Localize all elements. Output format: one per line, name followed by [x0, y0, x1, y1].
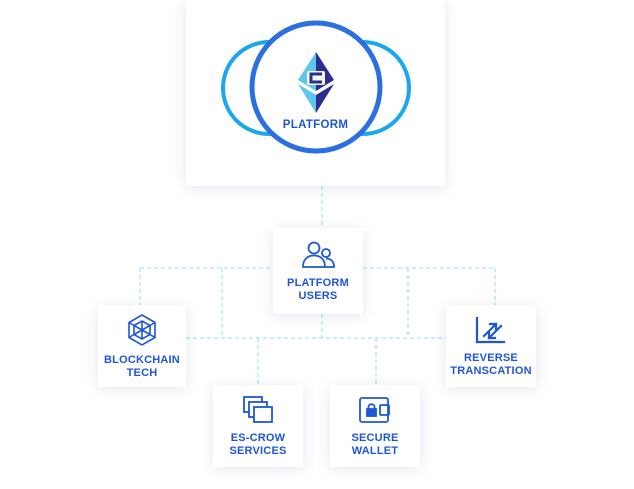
hexagon-cube-icon	[128, 313, 156, 346]
blockchain-tech-node: BLOCKCHAIN TECH	[98, 305, 186, 387]
secure-wallet-label: SECURE WALLET	[351, 432, 398, 458]
secure-wallet-node: SECURE WALLET	[330, 385, 420, 467]
platform-rings	[221, 20, 411, 154]
platform-users-label: PLATFORM USERS	[287, 277, 349, 303]
label-line-1: ES-CROW	[230, 431, 286, 444]
label-line-1: PLATFORM	[287, 276, 349, 289]
label-line-2: WALLET	[351, 444, 399, 457]
ethereum-c-logo-icon	[298, 52, 334, 113]
escrow-services-label: ES-CROW SERVICES	[229, 432, 286, 458]
reverse-arrows-icon	[475, 316, 506, 343]
escrow-services-node: ES-CROW SERVICES	[213, 385, 303, 467]
label-line-1: BLOCKCHAIN	[104, 353, 180, 366]
label-line-2: TECH	[126, 366, 158, 379]
wallet-lock-icon	[359, 396, 390, 423]
reverse-transaction-label: REVERSE TRANSCATION	[450, 352, 531, 378]
platform-users-node: PLATFORM USERS	[273, 228, 363, 314]
users-icon	[302, 241, 335, 268]
reverse-transaction-node: REVERSE TRANSCATION	[446, 305, 536, 387]
label-line-2: USERS	[298, 289, 338, 302]
blockchain-tech-label: BLOCKCHAIN TECH	[104, 354, 180, 380]
stacked-windows-icon	[243, 395, 273, 423]
label-line-1: REVERSE	[464, 351, 518, 364]
label-line-1: SECURE	[351, 431, 399, 444]
label-line-2: SERVICES	[229, 444, 287, 457]
platform-card: PLATFORM	[186, 0, 445, 186]
platform-label: PLATFORM	[282, 119, 349, 131]
label-line-2: TRANSCATION	[450, 364, 532, 377]
